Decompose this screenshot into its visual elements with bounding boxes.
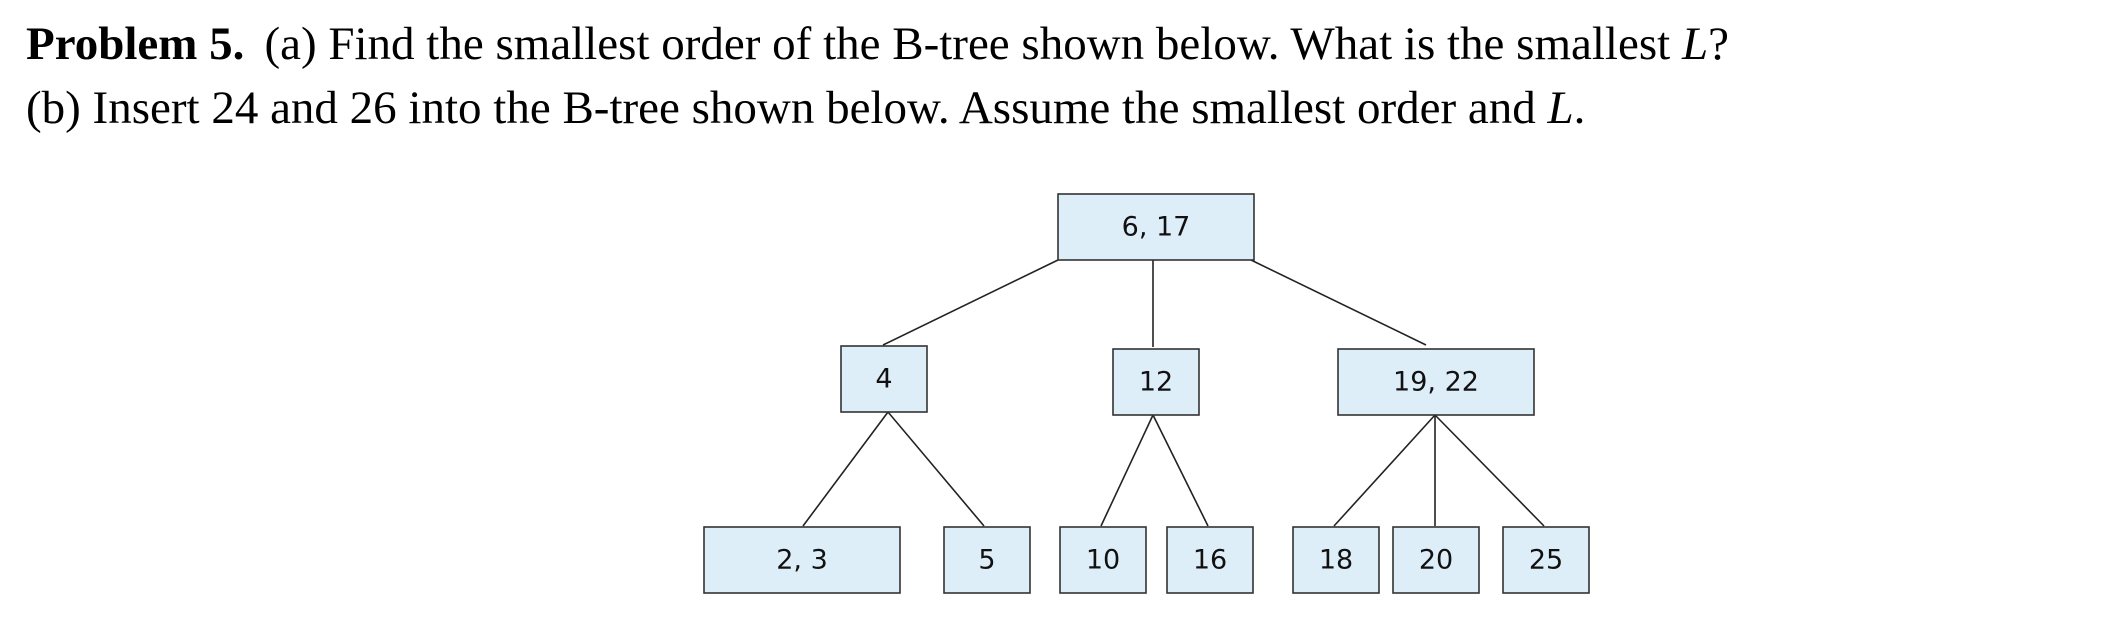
leaf-node-label: 2, 3 <box>776 545 828 576</box>
leaf-node-label: 18 <box>1319 545 1353 576</box>
internal-node-label: 19, 22 <box>1393 367 1479 398</box>
internal-node-box <box>840 345 928 413</box>
internal-node-label: 4 <box>875 364 892 395</box>
leaf-node-box <box>703 526 901 594</box>
part-b-variable: L <box>1547 82 1574 134</box>
leaf-node-box <box>1059 526 1147 594</box>
leaf-node-box <box>1502 526 1590 594</box>
tree-node-leaf: 2, 3 <box>703 526 901 594</box>
tree-node-internal: 12 <box>1112 348 1200 416</box>
tree-node-leaf: 20 <box>1392 526 1480 594</box>
root-node-label: 6, 17 <box>1122 212 1191 243</box>
part-a-text: (a) Find the smallest order of the B-tre… <box>264 18 1682 70</box>
edge-node-4-to-leaf-5 <box>887 411 985 527</box>
leaf-node-label: 25 <box>1529 545 1563 576</box>
leaf-node-box <box>1392 526 1480 594</box>
edge-root-to-node-19-22 <box>1250 259 1427 346</box>
problem-label: Problem 5. <box>26 18 245 70</box>
leaf-node-label: 16 <box>1193 545 1227 576</box>
tree-node-leaf: 5 <box>943 526 1031 594</box>
tree-node-internal: 4 <box>840 345 928 413</box>
leaf-node-box <box>1292 526 1380 594</box>
part-a-variable: L <box>1681 18 1709 70</box>
internal-node-box <box>1112 348 1200 416</box>
part-b-text: (b) Insert 24 and 26 into the B-tree sho… <box>26 82 1548 134</box>
leaf-node-label: 5 <box>978 545 995 576</box>
leaf-node-box <box>1166 526 1254 594</box>
root-node-box <box>1057 193 1255 261</box>
tree-node-leaf: 16 <box>1166 526 1254 594</box>
internal-node-label: 12 <box>1139 367 1173 398</box>
internal-node-box <box>1337 348 1535 416</box>
tree-node-leaf: 10 <box>1059 526 1147 594</box>
tree-edges <box>802 259 1545 527</box>
problem-statement: Problem 5. (a) Find the smallest order of… <box>26 12 2086 140</box>
tree-node-internal: 19, 22 <box>1337 348 1535 416</box>
edge-node-12-to-leaf-16 <box>1152 414 1209 527</box>
edge-node-19-22-to-leaf-25 <box>1434 414 1545 527</box>
leaf-node-label: 10 <box>1086 545 1120 576</box>
part-a-end: ? <box>1708 18 1729 70</box>
edge-root-to-node-4 <box>882 259 1059 346</box>
edge-node-19-22-to-leaf-18 <box>1333 414 1436 527</box>
leaf-node-box <box>943 526 1031 594</box>
tree-node-leaf: 25 <box>1502 526 1590 594</box>
leaf-node-label: 20 <box>1419 545 1453 576</box>
part-b-end: . <box>1573 82 1586 134</box>
problem-line-b: (b) Insert 24 and 26 into the B-tree sho… <box>26 76 2086 140</box>
tree-node-root: 6, 17 <box>1057 193 1255 261</box>
problem-line-a: Problem 5. (a) Find the smallest order of… <box>26 12 2086 76</box>
tree-node-leaf: 18 <box>1292 526 1380 594</box>
edge-node-12-to-leaf-10 <box>1100 414 1154 527</box>
edge-node-4-to-leaf-2-3 <box>802 411 889 527</box>
